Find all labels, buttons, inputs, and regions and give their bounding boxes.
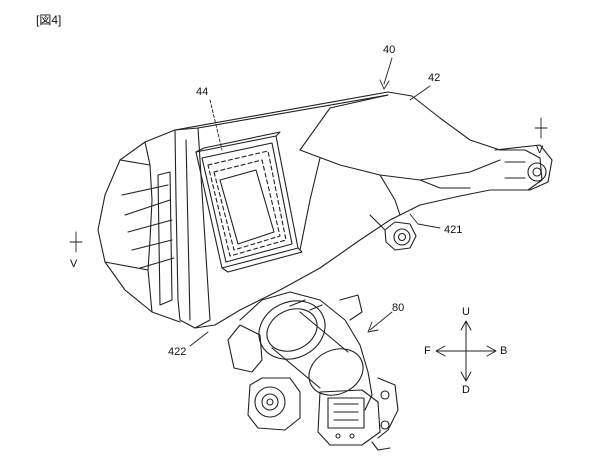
direction-down: D — [462, 384, 470, 396]
leader-42 — [409, 85, 431, 101]
view-marker-right — [534, 117, 548, 139]
figure-title: [図4] — [36, 13, 62, 27]
air-cleaner-case — [97, 91, 553, 329]
direction-up: U — [462, 306, 470, 318]
leader-40-arrow — [379, 79, 390, 90]
filter-element — [195, 131, 303, 273]
leader-40 — [383, 57, 393, 85]
view-marker-left — [69, 231, 83, 253]
label-outlet: 422 — [168, 346, 187, 358]
direction-compass — [435, 320, 497, 382]
direction-back: B — [500, 345, 508, 357]
label-assembly: 40 — [383, 44, 396, 56]
direction-front: F — [424, 345, 431, 357]
leader-44 — [209, 99, 223, 151]
leader-lines — [189, 57, 441, 347]
leader-422 — [189, 331, 209, 347]
view-label-left: V — [70, 258, 78, 270]
label-filter-element: 44 — [196, 86, 209, 98]
label-throttle-body: 80 — [392, 302, 405, 314]
label-case-upper: 42 — [428, 72, 441, 84]
leader-421 — [409, 213, 441, 229]
leader-80 — [369, 311, 393, 331]
throttle-body — [227, 291, 399, 451]
leader-80-arrow — [367, 321, 379, 333]
view-label-right: V — [536, 144, 544, 156]
label-duct-lower: 421 — [444, 224, 463, 236]
